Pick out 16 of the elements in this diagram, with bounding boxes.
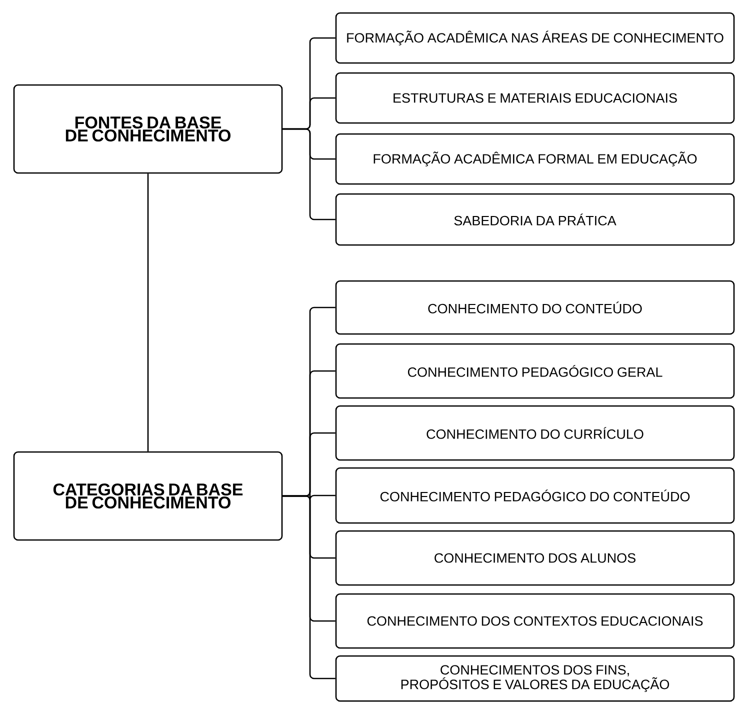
item-box: CONHECIMENTO DO CONTEÚDO — [335, 280, 735, 335]
item-box: SABEDORIA DA PRÁTICA — [335, 193, 735, 246]
item-box: CONHECIMENTOS DOS FINS, PROPÓSITOS E VALORES DA EDUCAÇÃO — [335, 655, 735, 702]
item-box: CONHECIMENTO DOS ALUNOS — [335, 530, 735, 586]
bracket-line — [282, 495, 336, 680]
item-box: FORMAÇÃO ACADÊMICA NAS ÁREAS DE CONHECIMENTO — [335, 12, 735, 64]
item-box: CONHECIMENTO DO CURRÍCULO — [335, 405, 735, 461]
item-box: CONHECIMENTO PEDAGÓGICO GERAL — [335, 343, 735, 399]
item-box: CONHECIMENTO PEDAGÓGICO DO CONTEÚDO — [335, 467, 735, 524]
bracket-line — [282, 128, 336, 220]
topic-box: FONTES DA BASE DE CONHECIMENTO — [13, 84, 283, 174]
item-box: CONHECIMENTO DOS CONTEXTOS EDUCACIONAIS — [335, 593, 735, 649]
connector-line — [147, 174, 149, 452]
item-box: ESTRUTURAS E MATERIAIS EDUCACIONAIS — [335, 72, 735, 124]
item-box: FORMAÇÃO ACADÊMICA FORMAL EM EDUCAÇÃO — [335, 133, 735, 185]
topic-box: CATEGORIAS DA BASE DE CONHECIMENTO — [13, 451, 283, 541]
